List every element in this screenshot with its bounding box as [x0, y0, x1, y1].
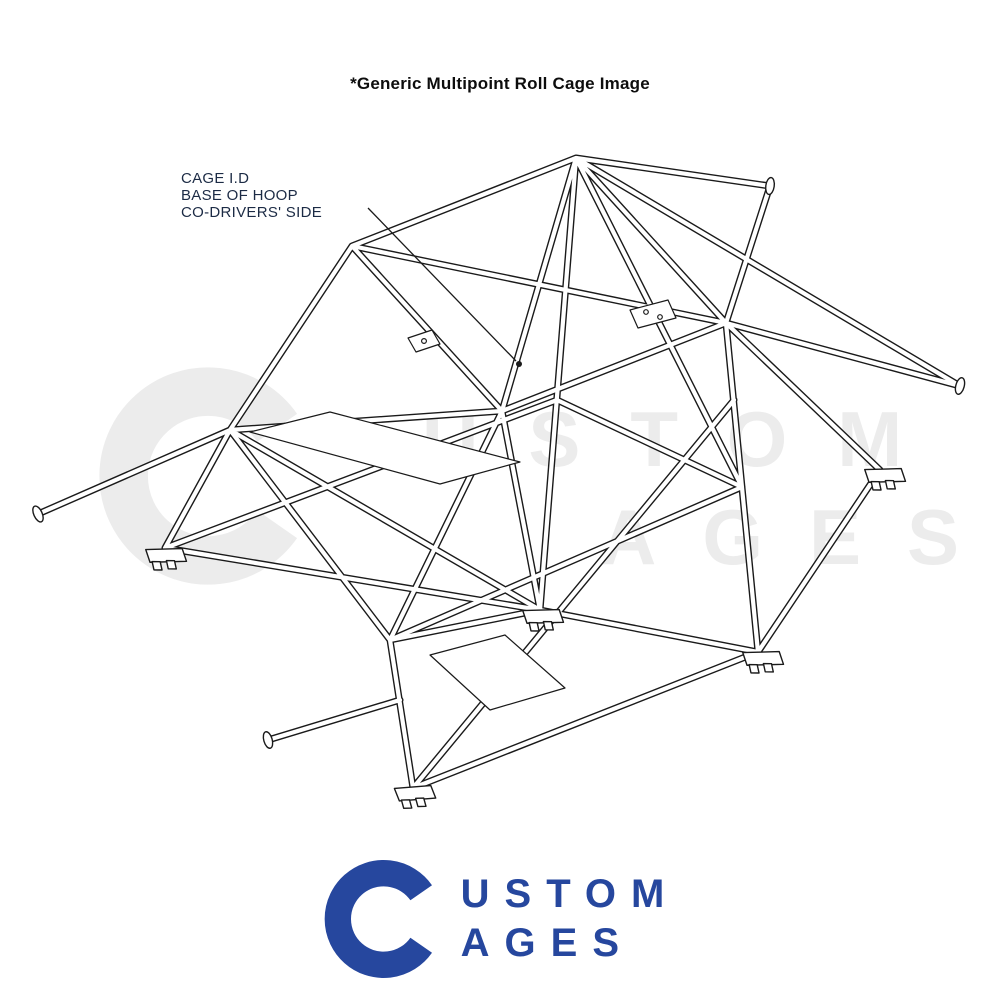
brand-text-ages: AGES	[460, 921, 634, 965]
brand-logo: USTOM AGES	[321, 856, 680, 982]
annotation-line-3: CO-DRIVERS' SIDE	[181, 204, 323, 221]
annotation-line-1: CAGE I.D	[181, 170, 250, 187]
page-title: *Generic Multipoint Roll Cage Image	[350, 74, 650, 93]
annotation-line-2: BASE OF HOOP	[181, 187, 298, 204]
watermark-text-ages: AGES	[600, 493, 1000, 581]
brand-text-ustom: USTOM	[460, 872, 680, 916]
cage-id-annotation: CAGE I.D BASE OF HOOP CO-DRIVERS' SIDE	[181, 170, 322, 221]
brand-logo-c-icon	[324, 860, 432, 978]
cage-tubes	[34, 154, 964, 792]
tube-end-caps	[32, 176, 966, 749]
brand-logo-text: USTOM AGES	[461, 870, 680, 968]
mounting-feet	[145, 467, 907, 810]
annotation-target-dot	[516, 361, 522, 367]
detail-panels	[249, 299, 677, 711]
annotation-leader-line	[367, 207, 522, 367]
